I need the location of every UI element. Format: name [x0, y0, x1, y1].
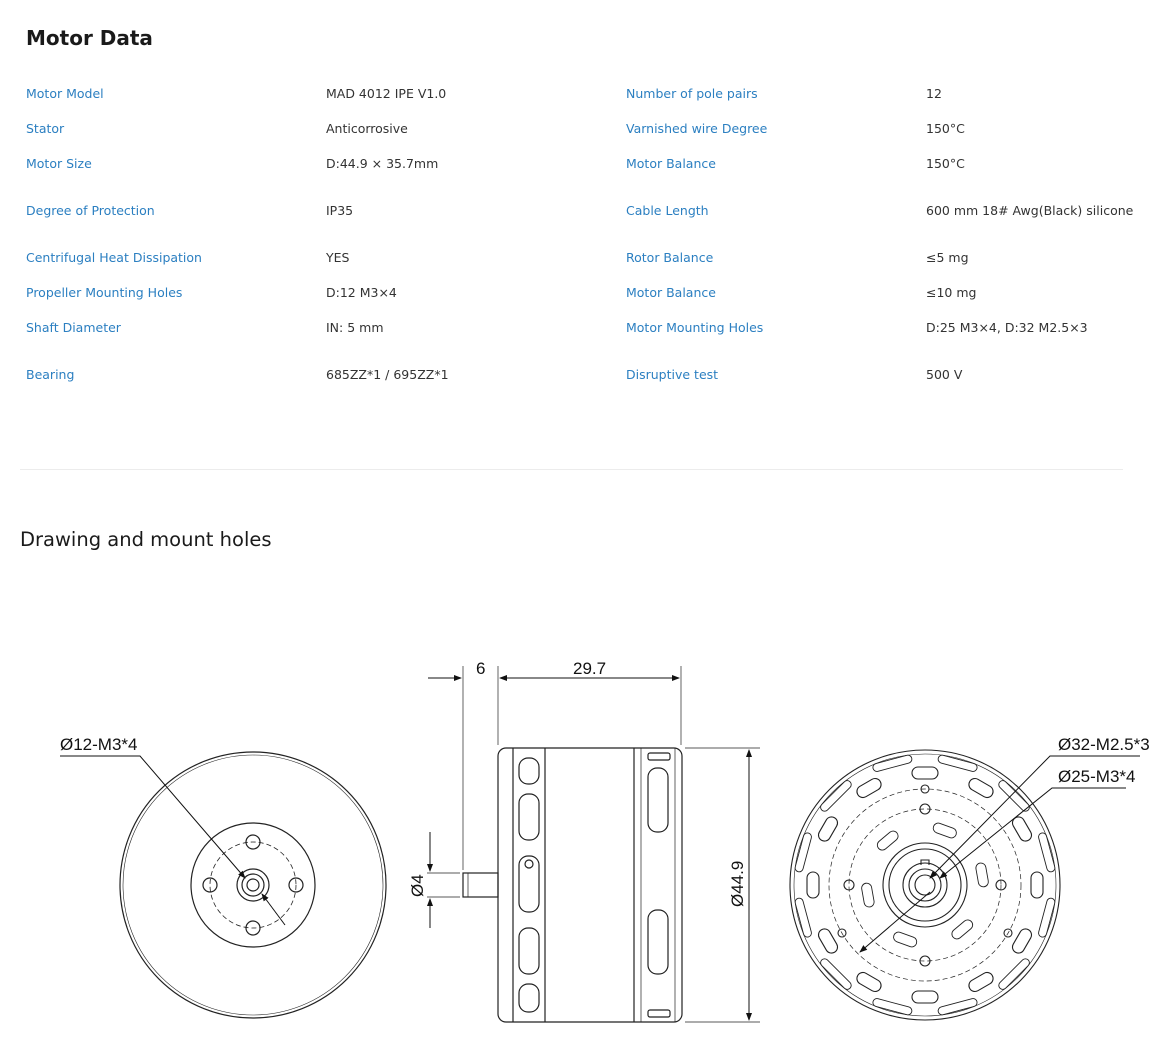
- prop-hole: [202, 877, 218, 893]
- spec-label-wire-degree: Varnished wire Degree: [626, 121, 768, 136]
- spec-label-motor-balance-2: Motor Balance: [626, 285, 716, 300]
- spec-label-bearing: Bearing: [26, 367, 75, 382]
- spec-value-motor-holes: D:25 M3×4, D:32 M2.5×3: [926, 320, 1088, 335]
- spec-label-rotor-balance: Rotor Balance: [626, 250, 714, 265]
- rear-outer-circle: [789, 749, 1061, 1021]
- spec-label-protection: Degree of Protection: [26, 203, 155, 218]
- spec-value-bearing: 685ZZ*1 / 695ZZ*1: [326, 367, 449, 382]
- mount-hole-small: [1003, 928, 1013, 938]
- motor-technical-drawing: Ø12-M3*4: [60, 659, 1150, 1023]
- page-title: Motor Data: [26, 26, 153, 50]
- rear-view: [789, 749, 1061, 1021]
- spec-label-heat-dissipation: Centrifugal Heat Dissipation: [26, 250, 202, 265]
- front-view: [60, 751, 387, 1019]
- label-shaft-diameter: Ø4: [408, 874, 427, 897]
- spec-label-pole-pairs: Number of pole pairs: [626, 86, 758, 101]
- motor-shaft: [462, 872, 499, 898]
- spec-value-disruptive-test: 500 V: [926, 367, 963, 382]
- side-view: [427, 666, 760, 1023]
- spec-value-motor-model: MAD 4012 IPE V1.0: [326, 86, 447, 101]
- mount-hole: [919, 955, 931, 967]
- hub-circle: [190, 822, 316, 948]
- section-title-drawing: Drawing and mount holes: [20, 528, 272, 551]
- label-holes-32: Ø32-M2.5*3: [1058, 735, 1150, 754]
- spec-value-cable-length: 600 mm 18# Awg(Black) silicone: [926, 203, 1134, 218]
- spec-label-motor-balance: Motor Balance: [626, 156, 716, 171]
- prop-hole: [288, 877, 304, 893]
- label-holes-25: Ø25-M3*4: [1058, 767, 1135, 786]
- prop-hole: [245, 920, 261, 936]
- rear-bearing-circle: [902, 862, 948, 908]
- spec-value-prop-holes: D:12 M3×4: [326, 285, 397, 300]
- spec-value-heat-dissipation: YES: [326, 250, 350, 265]
- spec-label-stator: Stator: [26, 121, 65, 136]
- mount-hole-small: [837, 928, 847, 938]
- spec-label-cable-length: Cable Length: [626, 203, 709, 218]
- spec-label-motor-model: Motor Model: [26, 86, 104, 101]
- mount-hole-small: [920, 784, 930, 794]
- spec-label-prop-holes: Propeller Mounting Holes: [26, 285, 183, 300]
- label-body-diameter: Ø44.9: [728, 861, 747, 907]
- section-divider: [20, 469, 1123, 470]
- spec-value-rotor-balance: ≤5 mg: [926, 250, 969, 265]
- spec-value-shaft-diameter: IN: 5 mm: [326, 320, 384, 335]
- spec-value-wire-degree: 150°C: [926, 121, 965, 136]
- spec-value-motor-balance: 150°C: [926, 156, 965, 171]
- spec-label-motor-holes: Motor Mounting Holes: [626, 320, 764, 335]
- prop-hole: [245, 834, 261, 850]
- spec-value-motor-balance-2: ≤10 mg: [926, 285, 977, 300]
- mount-hole: [995, 879, 1007, 891]
- spec-value-stator: Anticorrosive: [326, 121, 408, 136]
- label-prop-holes: Ø12-M3*4: [60, 735, 137, 754]
- spec-label-shaft-diameter: Shaft Diameter: [26, 320, 121, 335]
- mount-hole: [843, 879, 855, 891]
- label-shaft-length: 6: [476, 659, 485, 678]
- spec-label-disruptive-test: Disruptive test: [626, 367, 719, 382]
- spec-value-pole-pairs: 12: [926, 86, 942, 101]
- spec-value-motor-size: D:44.9 × 35.7mm: [326, 156, 439, 171]
- label-body-length: 29.7: [573, 659, 606, 678]
- spec-label-motor-size: Motor Size: [26, 156, 92, 171]
- motor-body: [497, 747, 683, 1023]
- mount-hole: [919, 803, 931, 815]
- spec-value-protection: IP35: [326, 203, 354, 218]
- outer-rotor-circle: [119, 751, 387, 1019]
